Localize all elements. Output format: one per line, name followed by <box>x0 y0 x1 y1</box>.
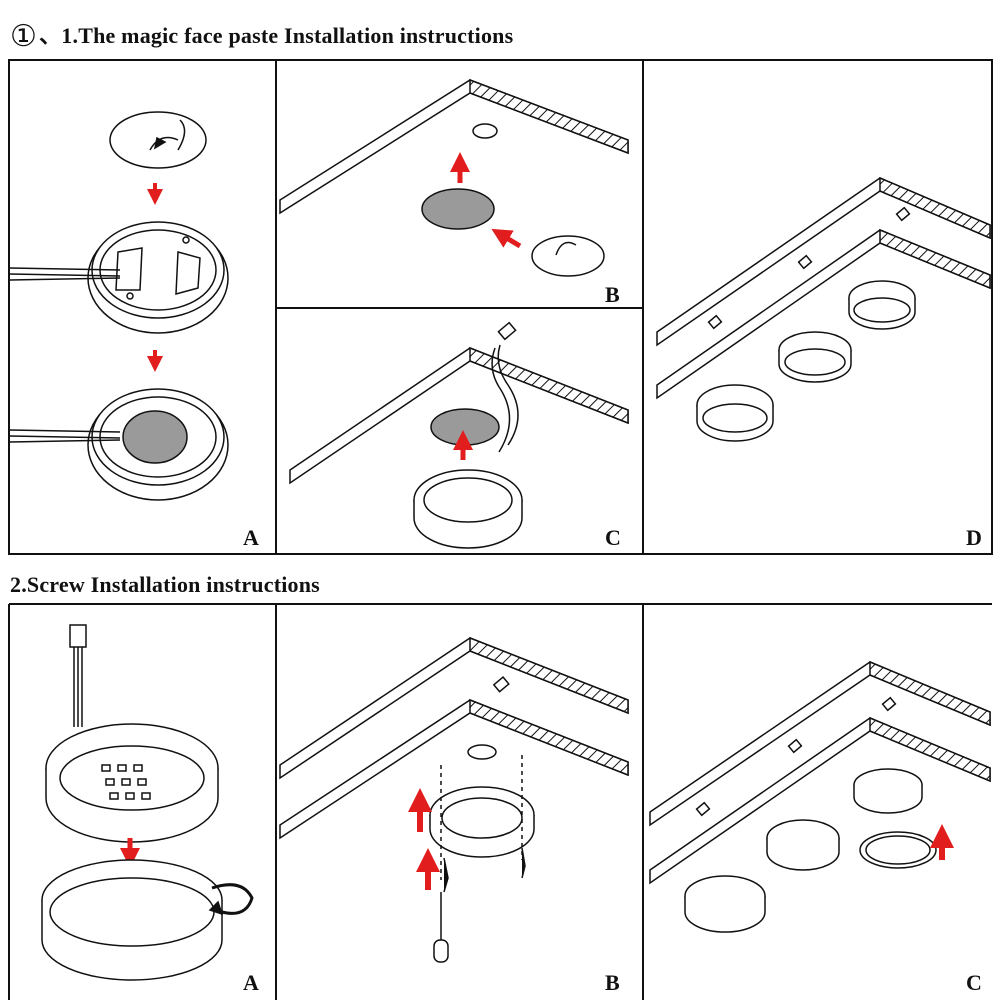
section1-title: 、1.The magic face paste Installation ins… <box>39 23 514 48</box>
panel-1c-illustration <box>289 321 629 549</box>
panel-1b-illustration <box>279 78 629 277</box>
panel-2b-illustration <box>279 636 629 963</box>
section2-title: 2.Screw Installation instructions <box>10 572 320 597</box>
panel-label-2b: B <box>605 970 620 995</box>
panel-1a-illustration <box>9 111 229 501</box>
section1-panels <box>8 59 993 555</box>
panel-label-1b: B <box>605 282 620 307</box>
section2-panels <box>8 603 992 1000</box>
panel-2c-illustration <box>649 660 991 933</box>
panel-label-2c: C <box>966 970 982 995</box>
panel-label-2a: A <box>243 970 259 995</box>
circled-number-marker: ① <box>10 20 38 53</box>
panel-2a-illustration <box>41 624 254 981</box>
panel-label-1a: A <box>243 525 259 550</box>
panel-label-1c: C <box>605 525 621 550</box>
panel-label-1d: D <box>966 525 982 550</box>
panel-1d-illustration <box>656 176 991 442</box>
section1-heading: ①、1.The magic face paste Installation in… <box>10 18 513 54</box>
